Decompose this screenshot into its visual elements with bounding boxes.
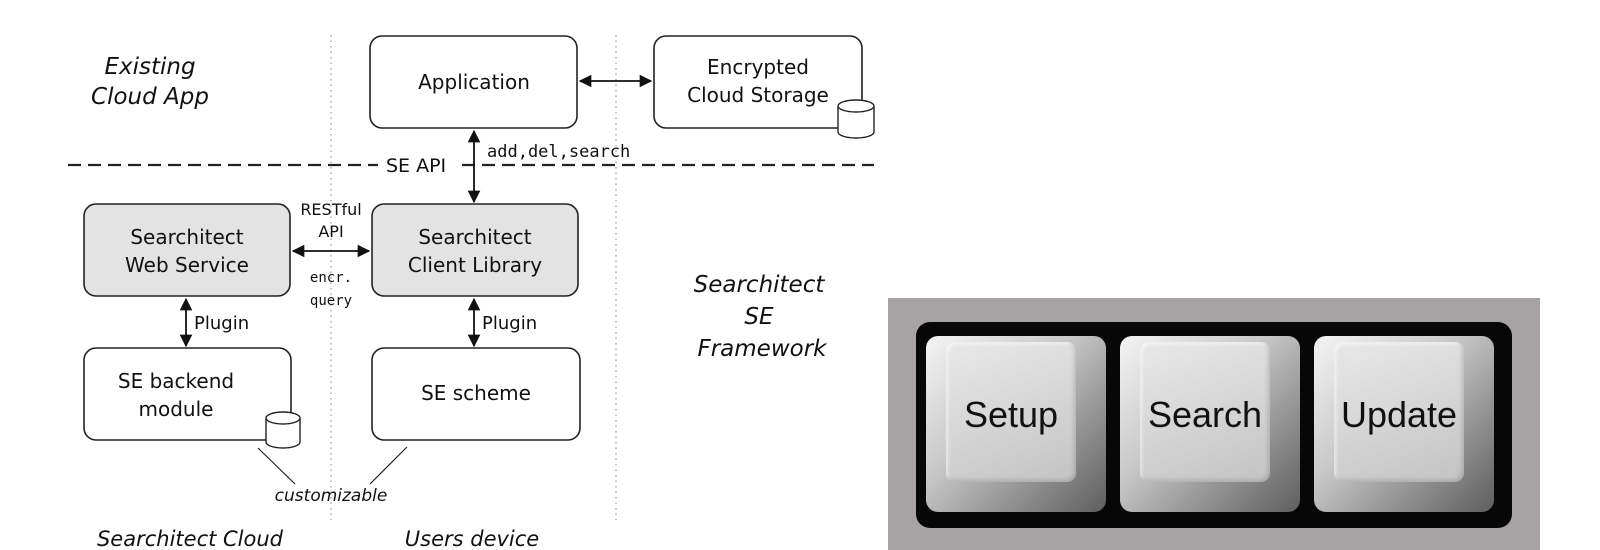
encrypted-storage-box — [653, 35, 863, 129]
backend-database-icon — [265, 411, 301, 449]
api-ops-label: add,del,search — [487, 142, 630, 162]
users-device-label: Users device — [405, 527, 539, 550]
client-library-box — [371, 203, 579, 297]
setup-key-top: Setup — [946, 342, 1076, 482]
encr-label-1: encr. — [310, 270, 352, 286]
plugin-left-label: Plugin — [194, 313, 249, 334]
architecture-diagram: SE API Existing Cloud App Searchitect SE… — [68, 35, 875, 550]
storage-label-2: Cloud Storage — [687, 83, 829, 107]
framework-label-2: SE — [744, 304, 774, 330]
web-service-label-1: Searchitect — [130, 225, 243, 249]
search-key-label: Search — [1147, 394, 1263, 435]
setup-key-label: Setup — [963, 394, 1059, 435]
customizable-line-left — [257, 447, 296, 485]
searchitect-cloud-label: Searchitect Cloud — [97, 527, 284, 550]
customizable-line-right — [369, 446, 408, 485]
search-key-top: Search — [1140, 342, 1270, 482]
se-scheme-box — [371, 347, 581, 441]
update-key-label: Update — [1340, 394, 1458, 435]
restful-label-1: RESTful — [300, 200, 361, 219]
web-service-box — [83, 203, 291, 297]
search-key: Search — [1120, 336, 1300, 512]
encr-label-2: query — [310, 293, 352, 309]
existing-cloud-app-label-2: Cloud App — [91, 84, 209, 110]
web-service-label-2: Web Service — [125, 253, 249, 277]
se-backend-label-1: SE backend — [118, 369, 234, 393]
update-key: Update — [1314, 336, 1494, 512]
application-box — [369, 35, 578, 129]
framework-label-3: Framework — [698, 336, 829, 362]
framework-label-1: Searchitect — [694, 272, 826, 298]
client-library-label-1: Searchitect — [418, 225, 531, 249]
keyboard-frame: Setup Search Update — [916, 322, 1512, 528]
setup-key: Setup — [926, 336, 1106, 512]
storage-database-icon — [837, 99, 875, 139]
existing-cloud-app-label-1: Existing — [104, 54, 195, 80]
storage-label-1: Encrypted — [707, 55, 809, 79]
client-library-label-2: Client Library — [408, 253, 542, 277]
customizable-label: customizable — [275, 486, 388, 506]
update-key-top: Update — [1334, 342, 1464, 482]
se-api-label: SE API — [386, 155, 446, 177]
se-backend-label-2: module — [139, 397, 214, 421]
restful-label-2: API — [318, 222, 343, 241]
se-scheme-label: SE scheme — [421, 381, 531, 405]
keyboard-keys-image: Setup Search Update — [888, 298, 1540, 550]
plugin-right-label: Plugin — [482, 313, 537, 334]
se-backend-box — [83, 347, 292, 441]
application-label: Application — [418, 70, 530, 94]
